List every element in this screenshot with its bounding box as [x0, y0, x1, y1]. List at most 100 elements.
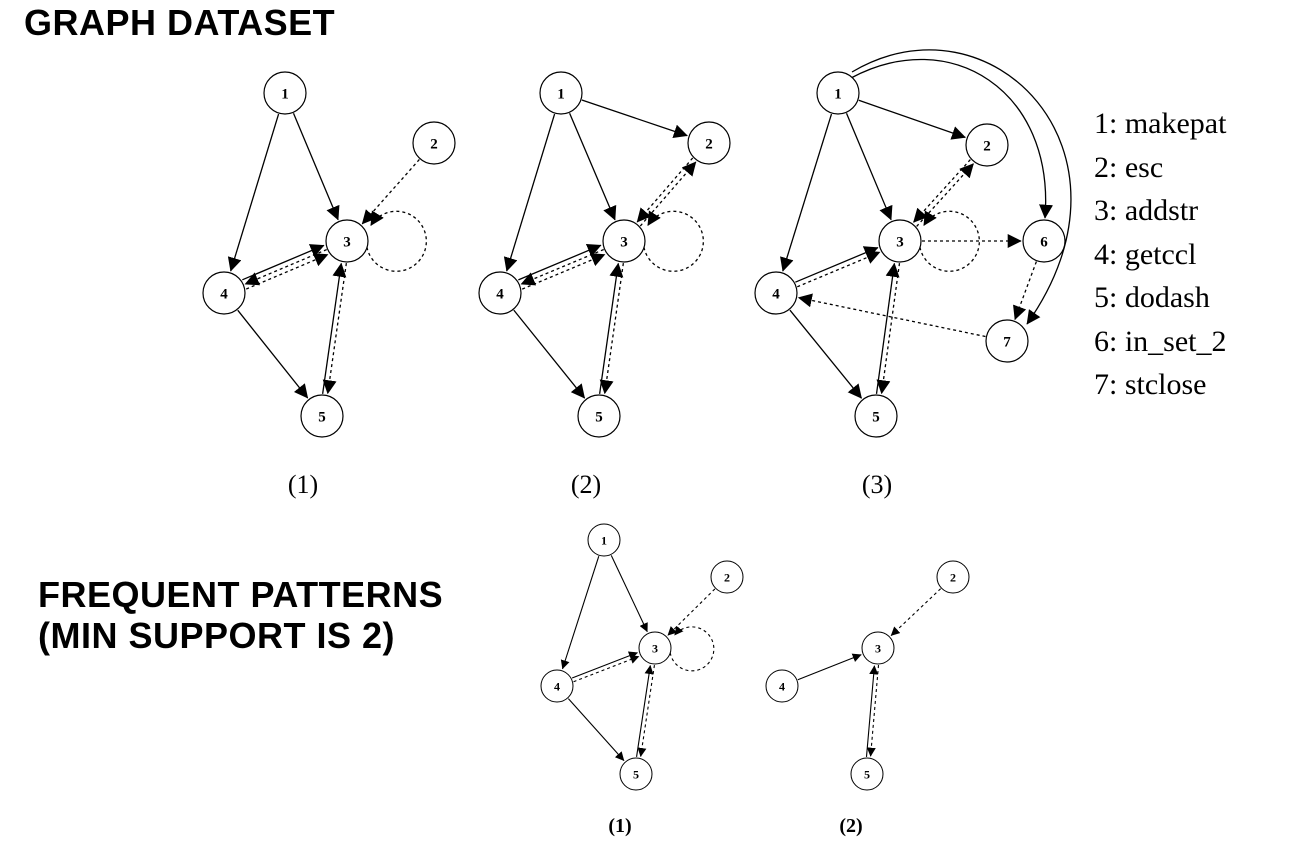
- edge-4-to-5-solid: [513, 309, 586, 399]
- graph-caption: (2): [839, 815, 862, 837]
- edge-4-to-3-dotted: [573, 655, 640, 683]
- node-circle: [878, 219, 922, 263]
- node-circle: [577, 394, 621, 438]
- node-1: 1: [263, 71, 307, 115]
- edge-1-to-3-solid: [610, 555, 648, 633]
- edge-1-to-6-solid: [850, 58, 1054, 219]
- node-4: 4: [765, 669, 799, 703]
- frequent-patterns-title-line2: (MIN SUPPORT IS 2): [38, 615, 396, 656]
- node-label: 1: [834, 86, 842, 102]
- node-5: 5: [619, 757, 653, 791]
- edge-1-to-2-solid: [581, 99, 688, 139]
- legend-item: 3: addstr: [1094, 194, 1199, 227]
- frequent-patterns-title-line1: FREQUENT PATTERNS: [38, 574, 444, 615]
- edge-3-to-5-dotted: [599, 263, 625, 395]
- edge-1-to-3-solid: [569, 112, 617, 221]
- edge-3-to-3-dotted: [366, 210, 427, 272]
- node-circle: [816, 71, 860, 115]
- node-5: 5: [300, 394, 344, 438]
- node-7: 7: [985, 319, 1029, 363]
- node-circle: [263, 71, 307, 115]
- edge-1-to-4-solid: [503, 113, 556, 272]
- node-circle: [936, 560, 970, 594]
- node-label: 3: [896, 234, 904, 250]
- node-label: 7: [1003, 334, 1011, 350]
- edge-5-to-3-solid: [636, 665, 654, 757]
- edge-3-to-5-dotted: [637, 665, 655, 757]
- edge-1-to-3-solid: [292, 113, 340, 221]
- node-label: 1: [601, 533, 607, 547]
- node-circle: [1022, 219, 1066, 263]
- edge-4-to-3-solid: [797, 653, 862, 681]
- node-circle: [850, 757, 884, 791]
- edge-4-to-3-dotted: [245, 253, 329, 290]
- node-label: 5: [872, 409, 880, 425]
- edge-4-to-5-solid: [567, 698, 625, 761]
- node-legend: 1: makepat 2: esc 3: addstr 4: getccl 5:…: [1094, 102, 1227, 407]
- edge-4-to-3-solid: [242, 244, 325, 281]
- edge-5-to-3-solid: [865, 665, 879, 757]
- edge-2-to-3-dotted: [636, 157, 694, 223]
- node-circle: [478, 271, 522, 315]
- node-circle: [412, 121, 456, 165]
- graph-caption: (1): [608, 815, 631, 837]
- node-label: 5: [595, 409, 603, 425]
- node-circle: [300, 394, 344, 438]
- node-label: 4: [772, 286, 780, 302]
- edge-3-to-5-dotted: [322, 263, 348, 395]
- dataset-graph-3: 1 2 3 4 5 6 7 (3): [754, 49, 1072, 499]
- node-5: 5: [577, 394, 621, 438]
- edge-4-to-3-dotted: [521, 253, 606, 290]
- edge-4-to-3-solid: [518, 243, 602, 281]
- graph-caption: (3): [862, 470, 892, 499]
- node-circle: [539, 71, 583, 115]
- node-label: 5: [633, 767, 639, 781]
- node-label: 3: [652, 641, 658, 655]
- edge-2-to-3-dotted: [667, 588, 716, 636]
- node-3: 3: [638, 631, 672, 665]
- edge-1-to-4-solid: [780, 113, 833, 272]
- node-label: 2: [983, 138, 991, 154]
- node-circle: [587, 523, 621, 557]
- node-circle: [965, 123, 1009, 167]
- node-circle: [602, 219, 646, 263]
- node-label: 3: [620, 234, 628, 250]
- edge-3-to-4-dotted: [520, 248, 604, 286]
- node-circle: [765, 669, 799, 703]
- node-2: 2: [710, 560, 744, 594]
- edge-3-to-5-dotted: [876, 263, 901, 395]
- node-circle: [687, 121, 731, 165]
- edge-5-to-3-solid: [598, 262, 624, 394]
- edge-5-to-3-solid: [321, 262, 347, 394]
- edge-2-to-3-dotted: [361, 159, 420, 225]
- node-label: 6: [1040, 234, 1048, 250]
- edge-3-to-2-dotted: [639, 161, 697, 227]
- edge-2-to-3-dotted: [913, 159, 971, 223]
- node-label: 2: [724, 570, 730, 584]
- node-6: 6: [1022, 219, 1066, 263]
- node-4: 4: [754, 271, 798, 315]
- edge-2-to-3-dotted: [890, 588, 942, 637]
- node-1: 1: [587, 523, 621, 557]
- edge-4-to-3-solid: [795, 246, 879, 283]
- edge-6-to-7-dotted: [1013, 261, 1037, 321]
- node-label: 1: [557, 86, 565, 102]
- node-label: 5: [864, 767, 870, 781]
- node-3: 3: [878, 219, 922, 263]
- frequent-patterns-title: FREQUENT PATTERNS (MIN SUPPORT IS 2): [38, 574, 443, 656]
- node-circle: [638, 631, 672, 665]
- legend-item: 1: makepat: [1094, 107, 1227, 140]
- node-circle: [202, 271, 246, 315]
- node-4: 4: [202, 271, 246, 315]
- node-circle: [861, 631, 895, 665]
- node-2: 2: [687, 121, 731, 165]
- edge-3-to-3-dotted: [919, 210, 980, 272]
- node-2: 2: [936, 560, 970, 594]
- edge-1-to-4-solid: [227, 113, 280, 272]
- edge-1-to-3-solid: [845, 113, 893, 221]
